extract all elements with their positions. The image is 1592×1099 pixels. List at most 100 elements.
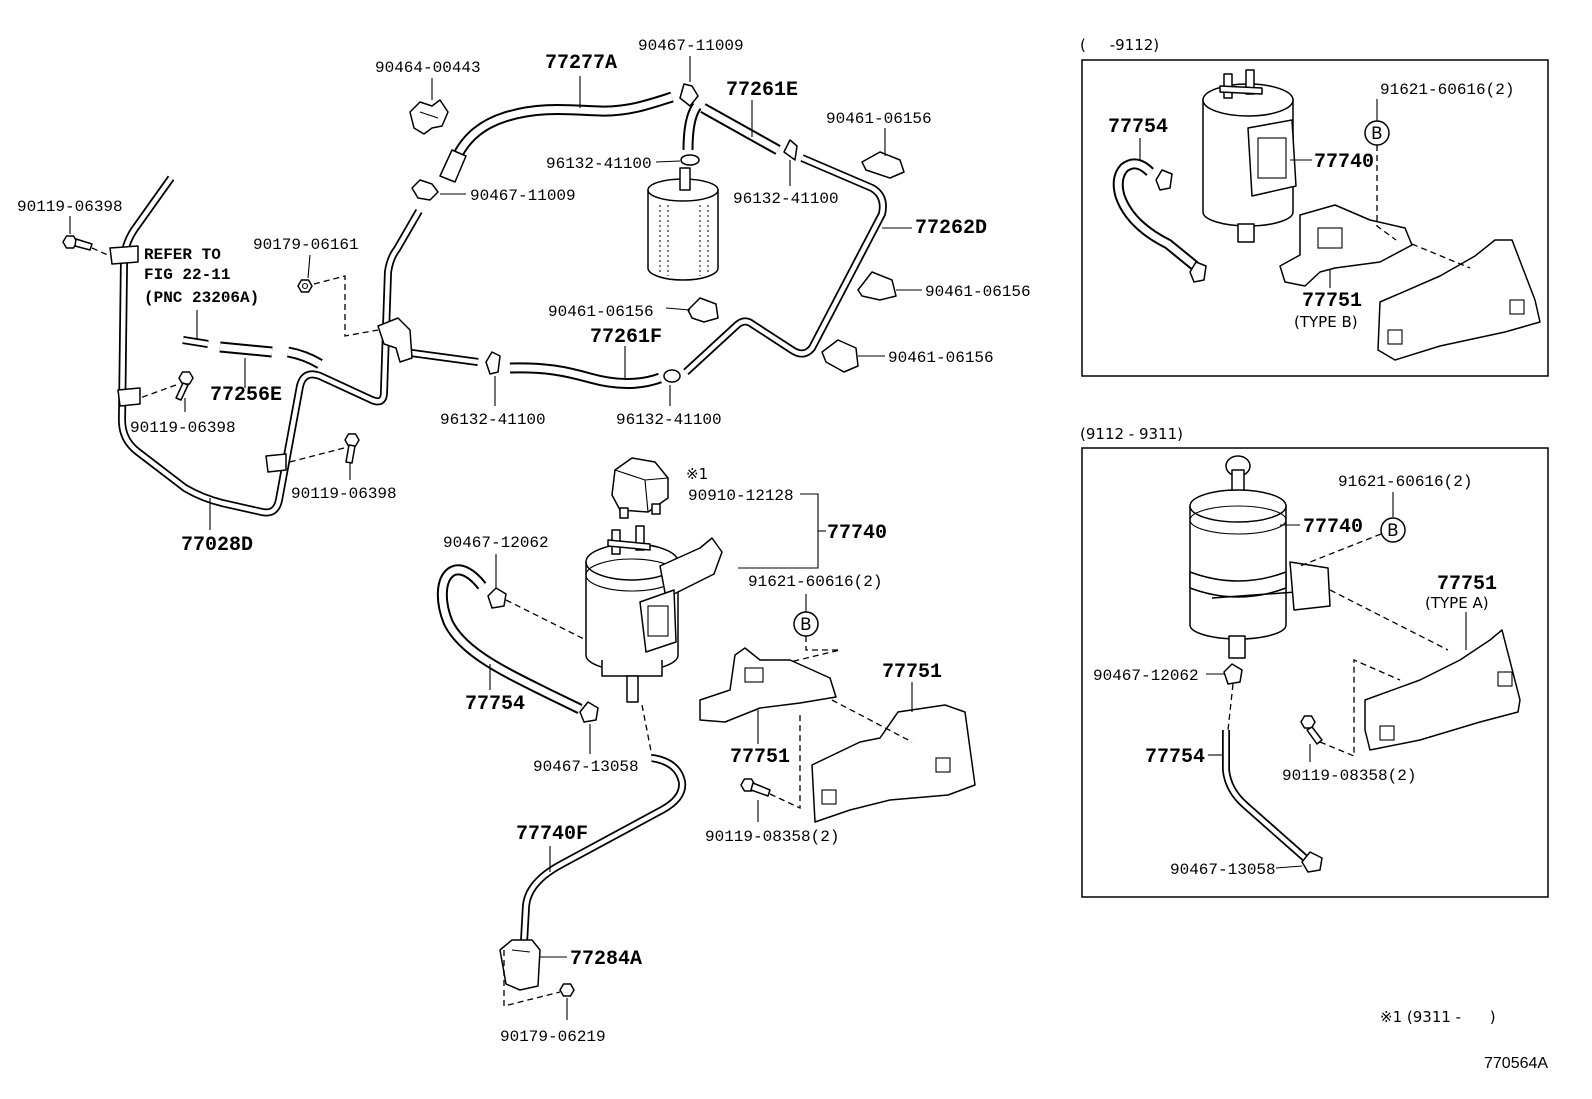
inset-late-leaders	[1206, 492, 1467, 869]
footnote-marker: ※1	[686, 465, 708, 483]
dashed-guide-lines	[91, 247, 913, 1007]
inset-late-marker-b-label: B	[1387, 521, 1399, 541]
part-label-90910-12128: 90910-12128	[688, 487, 794, 505]
inset-late-clamp-90467-12062	[1223, 663, 1243, 685]
inset-early-bracket-77751-type-b	[1279, 204, 1413, 287]
inset-late-marker-b: B	[1380, 517, 1406, 543]
hose-77754	[442, 570, 580, 709]
clip-90464-00443	[409, 99, 449, 135]
part-label-90119-06398-c: 90119-06398	[291, 485, 397, 503]
inset-early-range: ( -9112)	[1080, 36, 1159, 54]
part-label-91621-60616: 91621-60616(2)	[748, 573, 882, 591]
part-label-90119-08358: 90119-08358(2)	[705, 828, 839, 846]
reference-note-line-2: FIG 22-11	[144, 266, 230, 284]
hose-77261e	[688, 106, 778, 150]
reference-note-line-3: (PNC 23206A)	[144, 289, 259, 307]
part-label-90119-06398-b: 90119-06398	[130, 419, 236, 437]
inset-late-label-90467-13058: 90467-13058	[1170, 861, 1276, 879]
marker-b-main: B	[793, 611, 819, 637]
bolt-90119-08358	[740, 778, 771, 797]
hose-77261f	[510, 368, 660, 384]
pipe-clip-lower	[265, 453, 287, 473]
part-label-90179-06219: 90179-06219	[500, 1028, 606, 1046]
part-label-77751-large: 77751	[882, 661, 942, 684]
inset-early-label-77754: 77754	[1108, 116, 1168, 139]
part-label-77256e: 77256E	[210, 384, 282, 407]
nut-90179-06161	[297, 279, 313, 293]
hose-77256e	[220, 347, 272, 352]
clamp-90467-12062	[487, 587, 507, 609]
part-label-90467-12062: 90467-12062	[443, 534, 549, 552]
clip-90461-06156-a	[861, 151, 905, 179]
part-label-96132-41100-filter: 96132-41100	[546, 155, 652, 173]
bolt-90119-06398-c	[344, 433, 360, 464]
inset-early-label-77751: 77751	[1302, 290, 1362, 313]
clamp-90467-11009-lower	[411, 179, 439, 201]
pipe-clip-middle	[117, 387, 141, 407]
part-label-90464-00443: 90464-00443	[375, 59, 481, 77]
inset-early-bracket-large	[1377, 239, 1541, 361]
inset-early-leaders	[1139, 99, 1471, 288]
footnote: ※1 (9311 - )	[1380, 1008, 1496, 1026]
part-label-77751-small: 77751	[730, 746, 790, 769]
part-label-90467-13058: 90467-13058	[533, 758, 639, 776]
clamp-90467-13058	[579, 701, 599, 723]
inset-box-late: (9112 - 9311)	[1080, 425, 1549, 898]
part-label-90461-06156-a: 90461-06156	[826, 110, 932, 128]
pipe-junction-bracket	[377, 317, 413, 363]
clamp-96132-41100-left	[485, 351, 501, 375]
inset-late-label-77751: 77751	[1437, 573, 1497, 596]
part-label-90461-06156-b: 90461-06156	[925, 283, 1031, 301]
main-diagram: B	[17, 37, 1031, 1046]
inset-box-early: ( -9112) B	[1080, 36, 1549, 377]
inset-early-marker-b: B	[1364, 120, 1390, 146]
inset-late-label-91621-60616: 91621-60616(2)	[1338, 473, 1472, 491]
inset-late-bolt-90119-08358	[1300, 715, 1323, 745]
part-labels: 90464-00443 77277A 90467-11009 77261E 90…	[17, 37, 1031, 1046]
inset-late-hose-77754	[1226, 730, 1305, 858]
part-label-90119-06398-a: 90119-06398	[17, 198, 123, 216]
part-label-90461-06156-d: 90461-06156	[548, 303, 654, 321]
nut-90179-06219	[559, 983, 575, 997]
charcoal-canister-77740	[585, 525, 723, 703]
inset-late-label-77740: 77740	[1303, 516, 1363, 539]
part-label-90467-11009-lower: 90467-11009	[470, 187, 576, 205]
clamp-96132-41100-upper-right	[783, 139, 798, 161]
reference-pipe-end	[183, 340, 208, 344]
part-label-96132-41100-left: 96132-41100	[440, 411, 546, 429]
inset-late-label-90467-12062: 90467-12062	[1093, 667, 1199, 685]
clip-90461-06156-b	[857, 271, 897, 301]
bolt-90119-06398-a	[62, 235, 93, 251]
clamp-90467-11009-upper	[679, 83, 699, 107]
part-label-77261f: 77261F	[590, 326, 662, 349]
hose-77277a	[439, 97, 672, 183]
part-label-77284a: 77284A	[570, 948, 642, 971]
marker-b-label: B	[800, 615, 812, 635]
inset-early-marker-b-label: B	[1371, 124, 1383, 144]
part-label-77754: 77754	[465, 693, 525, 716]
part-label-77028d: 77028D	[181, 534, 253, 557]
inset-late-range: (9112 - 9311)	[1080, 425, 1183, 443]
bracket-77751-small	[699, 647, 837, 723]
part-label-90467-11009-upper: 90467-11009	[638, 37, 744, 55]
part-label-90461-06156-c: 90461-06156	[888, 349, 994, 367]
part-label-96132-41100-right: 96132-41100	[616, 411, 722, 429]
inset-early-label-type-b: (TYPE B)	[1294, 313, 1358, 331]
bracket-77751-large	[811, 704, 976, 823]
inset-early-canister-77740	[1202, 69, 1297, 243]
part-label-77261e: 77261E	[726, 79, 798, 102]
inset-late-clamp-90467-13058	[1301, 851, 1323, 873]
part-label-77277a: 77277A	[545, 52, 617, 75]
clip-77284a	[499, 939, 541, 991]
inset-early-label-91621-60616: 91621-60616(2)	[1380, 81, 1514, 99]
bolt-90119-06398-b	[175, 371, 194, 401]
clip-90461-06156-d	[687, 297, 719, 323]
inset-late-label-type-a: (TYPE A)	[1425, 594, 1489, 612]
pipe-77740f	[524, 758, 682, 942]
figure-id: 770564A	[1484, 1055, 1548, 1072]
pipe-clip-upper	[109, 245, 139, 265]
reference-note-line-1: REFER TO	[144, 246, 221, 264]
part-label-96132-41100-upper-right: 96132-41100	[733, 190, 839, 208]
clip-90461-06156-c	[821, 339, 859, 373]
